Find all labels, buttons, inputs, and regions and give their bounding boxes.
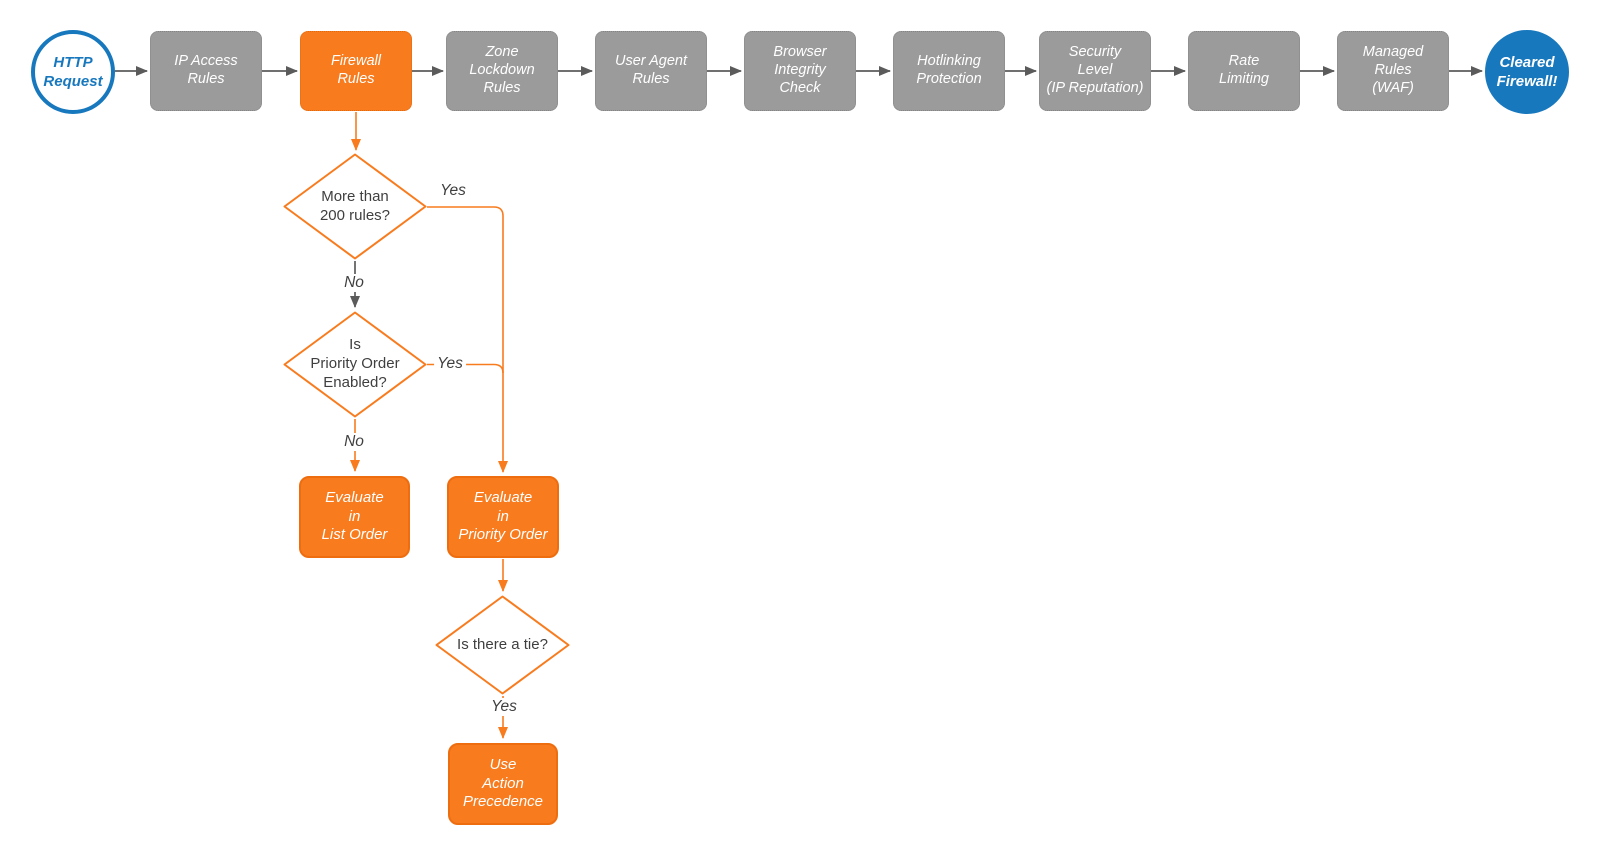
start-node-http-request: HTTP Request bbox=[31, 30, 115, 114]
step-firewall-rules: Firewall Rules bbox=[300, 31, 412, 111]
step-security-level: Security Level (IP Reputation) bbox=[1039, 31, 1151, 111]
orange-connectors bbox=[350, 112, 508, 739]
step-user-agent-rules: User Agent Rules bbox=[595, 31, 707, 111]
decision-is-there-a-tie: Is there a tie? bbox=[435, 595, 570, 695]
step-managed-rules-waf: Managed Rules (WAF) bbox=[1337, 31, 1449, 111]
connector-priority-enabled-yes-merge bbox=[427, 363, 504, 374]
end-node-cleared-firewall: Cleared Firewall! bbox=[1485, 30, 1569, 114]
decision-more-than-200-rules-label: More than 200 rules? bbox=[319, 187, 391, 224]
step-rate-limiting: Rate Limiting bbox=[1188, 31, 1300, 111]
branch-label-priority-enabled-no: No bbox=[341, 433, 367, 451]
step-browser-integrity-check: Browser Integrity Check bbox=[744, 31, 856, 111]
step-ip-access-rules: IP Access Rules bbox=[150, 31, 262, 111]
process-evaluate-in-list-order: Evaluate in List Order bbox=[299, 476, 410, 558]
diamond-shape bbox=[435, 595, 570, 695]
connector-rules-count-yes-to-priority-order bbox=[427, 206, 508, 473]
branch-label-tie-yes: Yes bbox=[488, 698, 520, 716]
decision-more-than-200-rules: More than 200 rules? bbox=[283, 153, 427, 260]
step-zone-lockdown-rules: Zone Lockdown Rules bbox=[446, 31, 558, 111]
process-evaluate-in-priority-order: Evaluate in Priority Order bbox=[447, 476, 559, 558]
diamond-shape bbox=[283, 153, 427, 260]
decision-is-there-a-tie-label: Is there a tie? bbox=[457, 635, 548, 653]
diamond-shape bbox=[283, 311, 427, 418]
gray-connectors bbox=[115, 66, 1483, 308]
decision-priority-order-enabled: Is Priority Order Enabled? bbox=[283, 311, 427, 418]
branch-label-priority-enabled-yes: Yes bbox=[434, 355, 466, 373]
branch-label-rules-count-no: No bbox=[341, 274, 367, 292]
branch-label-rules-count-yes: Yes bbox=[437, 182, 469, 200]
decision-priority-order-enabled-label: Is Priority Order Enabled? bbox=[310, 336, 400, 391]
step-hotlinking-protection: Hotlinking Protection bbox=[893, 31, 1005, 111]
process-use-action-precedence: Use Action Precedence bbox=[448, 743, 558, 825]
